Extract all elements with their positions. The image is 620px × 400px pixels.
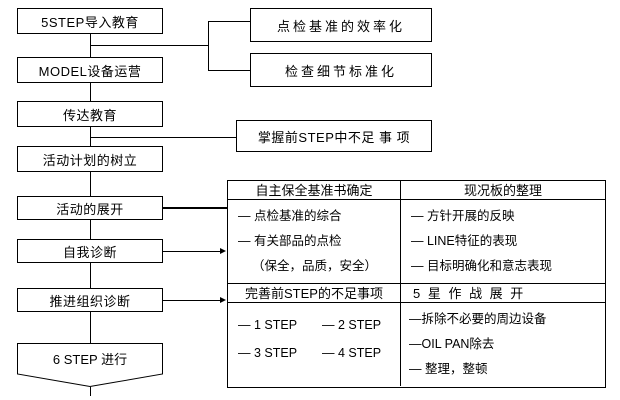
branch-grasp-horizontal <box>90 137 236 138</box>
branch-top-stub-upper <box>208 21 250 22</box>
pentagon-shape <box>17 343 163 387</box>
flow-box-transfer-education[interactable]: 传达教育 <box>17 101 163 127</box>
flow-box-label: 掌握前STEP中不足 事 项 <box>257 129 411 145</box>
connector-self-diagnosis-to-table <box>163 251 222 252</box>
table-cell-status-board-organize: — 方针开展的反映 — LINE特征的表现 — 目标明确化和意志表现 <box>401 200 605 283</box>
list-item: —拆除不必要的周边设备 <box>409 312 547 326</box>
flow-terminator-step6-proceed[interactable]: 6 STEP 进行 <box>17 343 163 387</box>
connector-spine-tail <box>90 387 91 396</box>
step-label: — 2 STEP <box>322 318 382 332</box>
connector-spine-6 <box>90 263 91 288</box>
flow-box-model-equipment[interactable]: MODEL设备运营 <box>17 57 163 83</box>
arrowhead-org-diagnosis <box>220 297 226 303</box>
connector-spine-4 <box>90 172 91 196</box>
table-body-row-1: — 点检基准的综合 — 有关部品的点检 （保全，品质，安全） — 方针开展的反映… <box>228 200 605 284</box>
flow-box-label: 5STEP导入教育 <box>41 14 139 30</box>
flow-box-label: 活动计划的树立 <box>42 152 138 168</box>
flow-box-activity-plan[interactable]: 活动计划的树立 <box>17 146 163 172</box>
table-body-row-2: — 1 STEP — 2 STEP — 3 STEP — 4 STEP —拆除不… <box>228 303 605 386</box>
flow-box-step5-intro[interactable]: 5STEP导入教育 <box>17 8 163 34</box>
flow-box-label: 检查细节标准化 <box>284 63 397 79</box>
flow-box-grasp-shortcomings[interactable]: 掌握前STEP中不足 事 项 <box>236 120 432 152</box>
connector-spine-7 <box>90 312 91 343</box>
flow-box-inspection-efficiency[interactable]: 点检基准的效率化 <box>250 8 432 42</box>
step-label: — 4 STEP <box>322 346 382 360</box>
table-header-improve-prev-step: 完善前STEP的不足事项 <box>228 284 401 303</box>
table-cell-five-star-campaign: —拆除不必要的周边设备 —OIL PAN除去 — 整理，整顿 <box>401 303 605 386</box>
connector-spine-2 <box>90 83 91 101</box>
table-header-five-star-campaign: 5 星 作 战 展 开 <box>401 284 605 303</box>
connector-org-diagnosis-to-table <box>163 300 222 301</box>
flow-box-org-diagnosis[interactable]: 推进组织诊断 <box>17 288 163 312</box>
flow-terminator-label: 6 STEP 进行 <box>52 351 128 367</box>
detail-table: 自主保全基准书确定 现况板的整理 — 点检基准的综合 — 有关部品的点检 （保全… <box>227 180 606 388</box>
list-item: — 点检基准的综合 <box>238 209 342 223</box>
list-item: —OIL PAN除去 <box>409 337 495 351</box>
arrowhead-self-diagnosis <box>220 248 226 254</box>
flow-box-label: 传达教育 <box>62 107 117 123</box>
flow-box-activity-deploy[interactable]: 活动的展开 <box>17 196 163 220</box>
step-row: — 1 STEP — 2 STEP <box>228 311 400 339</box>
flow-box-label: 活动的展开 <box>56 201 124 217</box>
flow-box-label: 推进组织诊断 <box>49 293 131 309</box>
list-item: — 整理，整顿 <box>409 362 488 376</box>
flow-box-self-diagnosis[interactable]: 自我诊断 <box>17 239 163 263</box>
table-cell-improve-prev-step: — 1 STEP — 2 STEP — 3 STEP — 4 STEP <box>228 303 401 386</box>
step-label: — 1 STEP <box>238 318 298 332</box>
branch-top-stub-lower <box>208 70 250 71</box>
step-row: — 3 STEP — 4 STEP <box>228 339 400 367</box>
step-label: — 3 STEP <box>238 346 298 360</box>
list-item: — LINE特征的表现 <box>411 234 518 248</box>
table-header-row-2: 完善前STEP的不足事项 5 星 作 战 展 开 <box>228 284 605 303</box>
table-cell-autonomous-maintenance-standard: — 点检基准的综合 — 有关部品的点检 （保全，品质，安全） <box>228 200 401 283</box>
flow-box-label: 点检基准的效率化 <box>276 18 405 34</box>
list-item: — 有关部品的点检 <box>238 234 342 248</box>
table-header-autonomous-maintenance-standard: 自主保全基准书确定 <box>228 181 401 200</box>
list-item: — 方针开展的反映 <box>411 209 515 223</box>
flow-box-detail-standardize[interactable]: 检查细节标准化 <box>250 53 432 87</box>
list-item: — 目标明确化和意志表现 <box>411 259 552 273</box>
flow-box-label: 自我诊断 <box>62 244 117 260</box>
branch-top-horizontal <box>90 45 208 46</box>
flow-box-label: MODEL设备运营 <box>38 63 142 79</box>
branch-top-vertical <box>208 21 209 70</box>
table-header-row-1: 自主保全基准书确定 现况板的整理 <box>228 181 605 200</box>
connector-activity-deploy-to-table <box>163 207 228 209</box>
connector-spine-5 <box>90 220 91 239</box>
list-item: （保全，品质，安全） <box>252 259 378 273</box>
connector-spine-3 <box>90 127 91 146</box>
table-header-status-board-organize: 现况板的整理 <box>401 181 605 200</box>
